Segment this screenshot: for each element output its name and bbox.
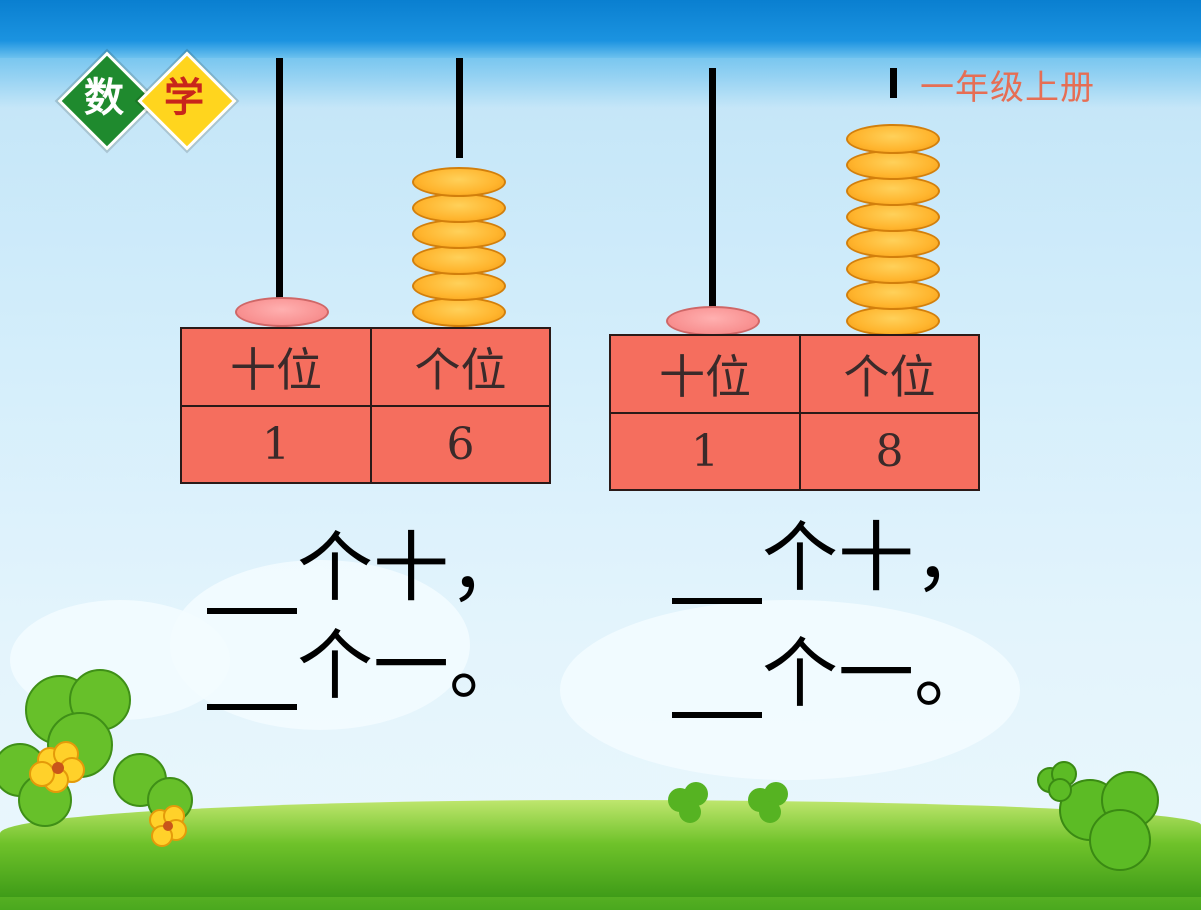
- ones-bead: [412, 271, 506, 301]
- ones-header: 个位: [370, 327, 551, 407]
- ones-bead: [846, 306, 940, 336]
- ones-header: 个位: [799, 334, 980, 414]
- place-value-table-right: 十位 个位 1 8: [609, 334, 980, 491]
- ones-bead: [846, 228, 940, 258]
- tens-rod: [709, 68, 716, 318]
- ones-bead: [846, 124, 940, 154]
- ones-bead: [412, 245, 506, 275]
- ones-bead: [412, 297, 506, 327]
- clover-decoration: [1037, 761, 1159, 871]
- subject-logo: 数 学: [57, 50, 240, 151]
- ones-rod: [890, 68, 897, 98]
- clover-decoration: [668, 782, 788, 823]
- blank-ones-left[interactable]: [207, 704, 297, 710]
- logo-char-math-1: 数: [84, 75, 124, 121]
- prompt-ones-left: 个一。: [297, 621, 525, 710]
- tens-header: 十位: [609, 334, 801, 414]
- ones-bead: [846, 176, 940, 206]
- blank-tens-left[interactable]: [207, 608, 297, 614]
- ones-bead: [846, 202, 940, 232]
- ones-bead: [846, 254, 940, 284]
- tens-value: 1: [180, 405, 372, 484]
- ones-bead: [846, 280, 940, 310]
- ground: [0, 800, 1201, 897]
- logo-char-math-2: 学: [164, 75, 204, 121]
- clover-flower-decoration: [0, 669, 193, 847]
- tens-bead: [235, 297, 329, 327]
- ones-bead: [846, 150, 940, 180]
- blank-tens-right[interactable]: [672, 598, 762, 604]
- tens-header: 十位: [180, 327, 372, 407]
- tens-bead: [666, 306, 760, 336]
- ones-bead: [412, 193, 506, 223]
- prompt-ones-right: 个一。: [762, 629, 990, 718]
- prompt-tens-right: 个十，: [762, 513, 990, 602]
- ones-bead: [412, 167, 506, 197]
- ones-rod: [456, 58, 463, 158]
- prompt-tens-left: 个十，: [297, 523, 525, 612]
- tens-value: 1: [609, 412, 801, 491]
- ones-value: 6: [370, 405, 551, 484]
- ones-value: 8: [799, 412, 980, 491]
- blank-ones-right[interactable]: [672, 712, 762, 718]
- tens-rod: [276, 58, 283, 310]
- ones-bead: [412, 219, 506, 249]
- cloud: [560, 600, 1020, 780]
- grade-label: 一年级上册: [920, 68, 1095, 108]
- place-value-table-left: 十位 个位 1 6: [180, 327, 551, 484]
- top-banner: [0, 0, 1201, 58]
